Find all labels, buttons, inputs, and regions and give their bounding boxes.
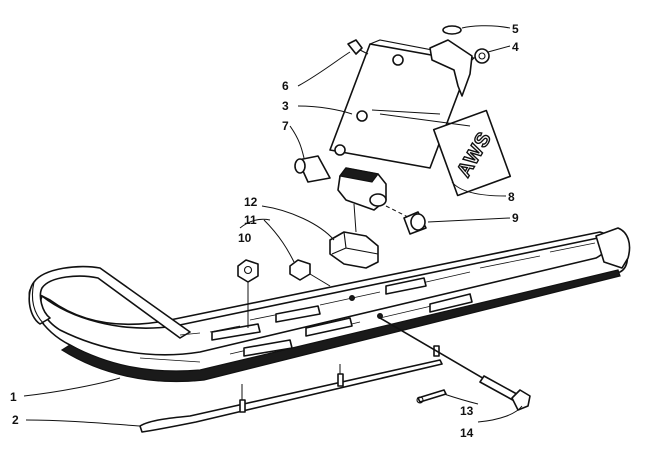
cap (442, 25, 462, 35)
callout-13: 13 (460, 404, 474, 418)
leader-lines (23, 25, 523, 427)
callout-8: 8 (508, 190, 515, 204)
callout-9: 9 (512, 211, 519, 225)
callout-5: 5 (512, 22, 519, 36)
callout-14: 14 (460, 426, 474, 440)
spindle (329, 39, 476, 233)
bushing-right (403, 211, 427, 235)
callout-2: 2 (12, 413, 19, 427)
callout-12: 12 (244, 195, 258, 209)
callout-10: 10 (238, 231, 252, 245)
bushing (294, 155, 331, 183)
callout-1: 1 (10, 390, 17, 404)
callout-7: 7 (282, 119, 289, 133)
wear-bar (139, 345, 443, 433)
callout-11: 11 (244, 213, 257, 227)
nut-top (474, 48, 490, 64)
nut-center (289, 259, 331, 287)
nut-left (237, 259, 259, 328)
callout-labels: 1 2 3 4 5 6 7 8 9 10 11 12 13 14 (10, 22, 519, 440)
ski (28, 227, 631, 383)
callout-4: 4 (512, 40, 519, 54)
callout-6: 6 (282, 79, 289, 93)
callout-3: 3 (282, 99, 289, 113)
bolt-top (347, 39, 369, 55)
cotter-pin (416, 389, 447, 404)
aws-decal: AWS (432, 109, 512, 197)
spindle-bracket (329, 231, 379, 269)
bolt-bottom (379, 317, 531, 411)
